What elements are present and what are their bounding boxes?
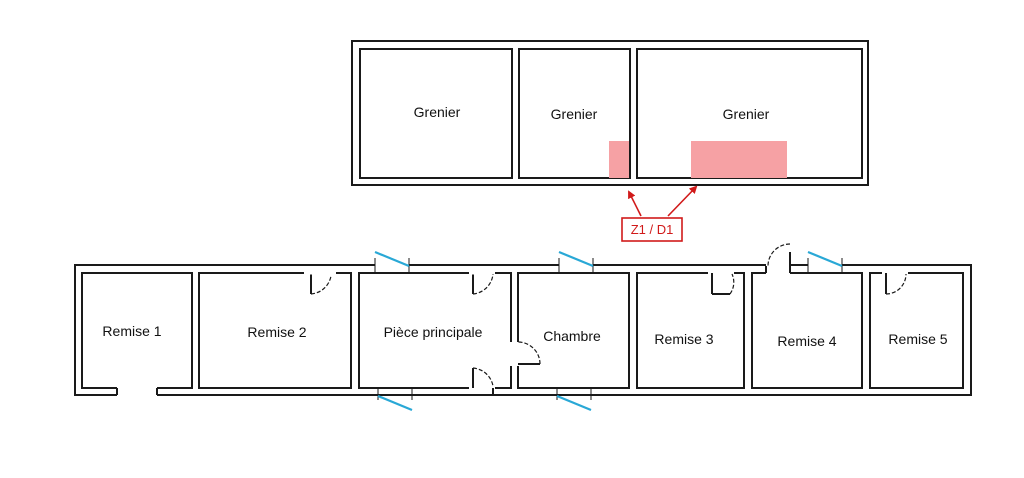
door-piece-principale-bottom[interactable]	[469, 367, 495, 395]
zone-highlight-right	[691, 141, 787, 178]
door-piece-principale-top[interactable]	[469, 271, 495, 295]
chambre-room[interactable]	[517, 272, 630, 389]
ground-floor: Remise 1 Remise 2 Pièce principale Chamb…	[74, 243, 972, 412]
annotation-arrow-left	[628, 190, 642, 217]
door-remise-2[interactable]	[304, 271, 336, 295]
grenier-2-room[interactable]	[518, 48, 631, 179]
remise-2-room[interactable]	[198, 272, 352, 389]
upper-floor-outer-wall	[351, 40, 869, 186]
remise-5-room[interactable]	[869, 272, 964, 389]
window-chambre-bottom[interactable]	[556, 388, 592, 412]
remise-5-label: Remise 5	[888, 331, 947, 347]
door-chambre[interactable]	[509, 341, 541, 366]
ground-floor-outer-wall	[74, 264, 972, 396]
window-piece-principale-top[interactable]	[374, 250, 410, 273]
grenier-2-label: Grenier	[551, 106, 598, 122]
chambre-label: Chambre	[543, 328, 601, 344]
upper-floor: Grenier Grenier Grenier	[351, 40, 869, 186]
piece-principale-room[interactable]	[358, 272, 512, 389]
piece-principale-label: Pièce principale	[384, 324, 483, 340]
remise-3-room[interactable]	[636, 272, 745, 389]
grenier-1-label: Grenier	[414, 104, 461, 120]
remise-3-label: Remise 3	[654, 331, 713, 347]
window-piece-principale-bottom[interactable]	[377, 388, 413, 412]
window-chambre-top[interactable]	[558, 250, 594, 273]
grenier-3-label: Grenier	[723, 106, 770, 122]
door-remise-4-exterior[interactable]	[765, 243, 791, 275]
door-remise-3[interactable]	[708, 271, 735, 295]
remise-4-label: Remise 4	[777, 333, 836, 349]
remise-4-room[interactable]	[751, 272, 863, 389]
remise-1-label: Remise 1	[102, 323, 161, 339]
remise-1-room[interactable]	[81, 272, 193, 389]
annotation-arrow-right	[667, 185, 698, 217]
remise-2-label: Remise 2	[247, 324, 306, 340]
window-remise-4-top[interactable]	[807, 250, 843, 273]
zone-highlight-left	[609, 141, 629, 178]
annotation-label: Z1 / D1	[631, 222, 674, 237]
grenier-1-room[interactable]	[359, 48, 513, 179]
zone-annotation: Z1 / D1	[621, 185, 698, 242]
door-remise-5[interactable]	[882, 271, 908, 295]
annotation-box	[621, 217, 683, 242]
